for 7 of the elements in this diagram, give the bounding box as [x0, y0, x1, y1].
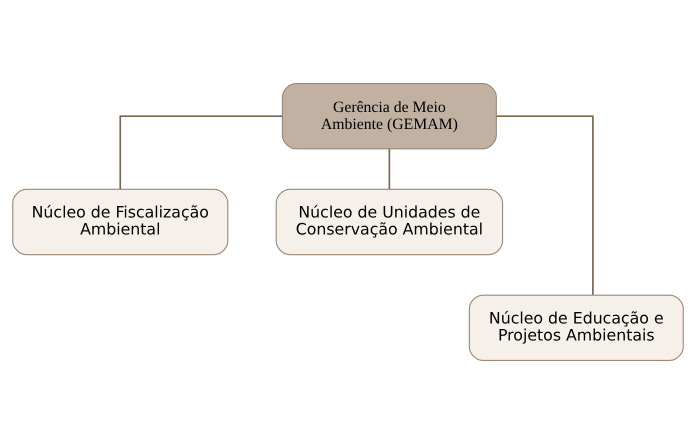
- node-box: Gerência de Meio Ambiente (GEMAM): [282, 82, 497, 150]
- node-box: Núcleo de Educação e Projetos Ambientais: [468, 294, 684, 362]
- connector: [496, 115, 594, 295]
- connector: [388, 149, 390, 190]
- connector: [119, 115, 282, 190]
- node-box: Núcleo de Unidades de Conservação Ambiental: [276, 188, 504, 256]
- node-box: Núcleo de Fiscalização Ambiental: [12, 188, 228, 256]
